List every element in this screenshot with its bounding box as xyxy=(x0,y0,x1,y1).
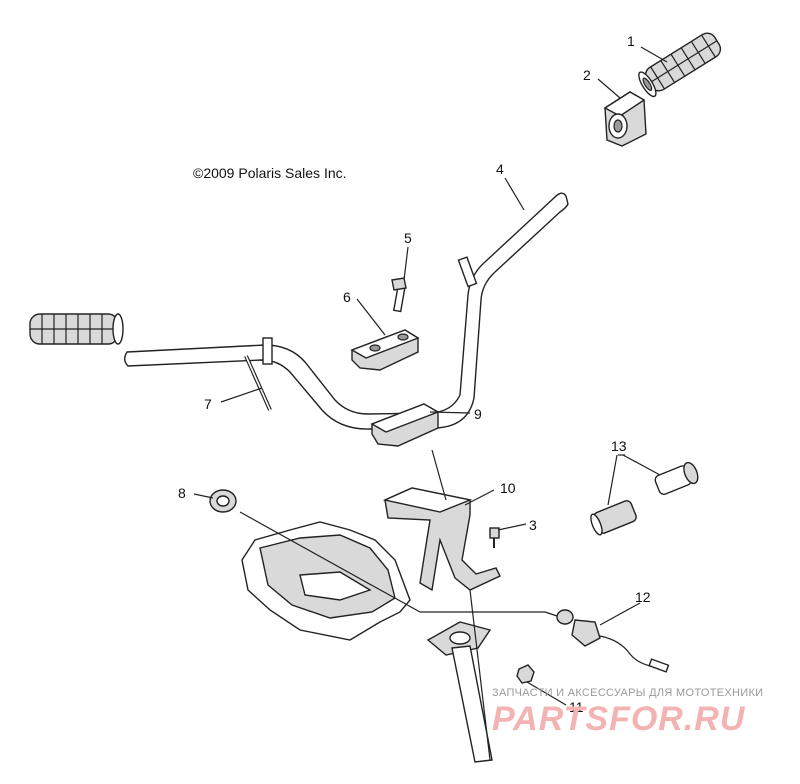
leader-8 xyxy=(193,493,214,499)
callout-3: 3 xyxy=(529,517,537,533)
leader-4 xyxy=(504,177,525,211)
part-9-lower-clamp xyxy=(370,403,440,447)
callout-2: 2 xyxy=(583,67,591,83)
part-2-throttle-housing xyxy=(603,91,647,147)
leader-lines xyxy=(193,46,668,761)
handlebar-pod xyxy=(241,521,411,641)
callout-5: 5 xyxy=(404,230,412,246)
leader-11 xyxy=(526,681,567,706)
callout-labels: 1 2 3 4 5 6 7 8 9 10 11 12 13 xyxy=(178,33,651,715)
part-1-right-grip xyxy=(638,32,722,98)
leader-9 xyxy=(429,411,471,414)
callout-8: 8 xyxy=(178,485,186,501)
callout-13: 13 xyxy=(611,438,627,454)
callout-6: 6 xyxy=(343,289,351,305)
callout-1: 1 xyxy=(627,33,635,49)
leader-13a xyxy=(607,454,618,506)
part-13-switch-parts xyxy=(590,461,699,536)
part-6-upper-clamp xyxy=(350,329,420,371)
part-10-steering-bracket xyxy=(382,487,501,592)
watermark: ЗАПЧАСТИ И АКСЕССУАРЫ ДЛЯ МОТОТЕХНИКИ PA… xyxy=(492,687,763,738)
left-grip xyxy=(29,313,124,345)
leader-5 xyxy=(403,246,409,281)
callout-11: 11 xyxy=(569,699,584,715)
guide-bushing xyxy=(239,511,421,613)
leader-13b xyxy=(622,454,661,476)
callout-4: 4 xyxy=(496,161,504,177)
part-11-nut xyxy=(516,664,535,684)
leader-10 xyxy=(464,489,495,506)
leader-12 xyxy=(599,602,641,626)
callout-9: 9 xyxy=(474,406,482,422)
part-12-throttle-cable xyxy=(556,609,670,673)
part-3-screw xyxy=(489,527,500,548)
watermark-tagline: ЗАПЧАСТИ И АКСЕССУАРЫ ДЛЯ МОТОТЕХНИКИ xyxy=(492,687,763,699)
callout-12: 12 xyxy=(635,589,651,605)
watermark-logo: PARTSFOR.RU xyxy=(492,700,746,738)
part-5-bolt xyxy=(391,277,407,313)
copyright-text: ©2009 Polaris Sales Inc. xyxy=(193,165,347,181)
callout-7: 7 xyxy=(204,396,212,412)
guide-column-lower xyxy=(469,589,491,761)
guide-column-upper xyxy=(431,449,447,501)
leader-2 xyxy=(597,78,621,99)
leader-3 xyxy=(497,523,527,531)
leader-1 xyxy=(640,46,668,63)
part-7-cable-tie xyxy=(244,355,272,411)
leader-6 xyxy=(356,298,386,336)
part-4-handlebar xyxy=(124,192,569,430)
part-8-bushing xyxy=(209,489,237,513)
callout-10: 10 xyxy=(500,480,516,496)
leader-7 xyxy=(220,387,263,403)
